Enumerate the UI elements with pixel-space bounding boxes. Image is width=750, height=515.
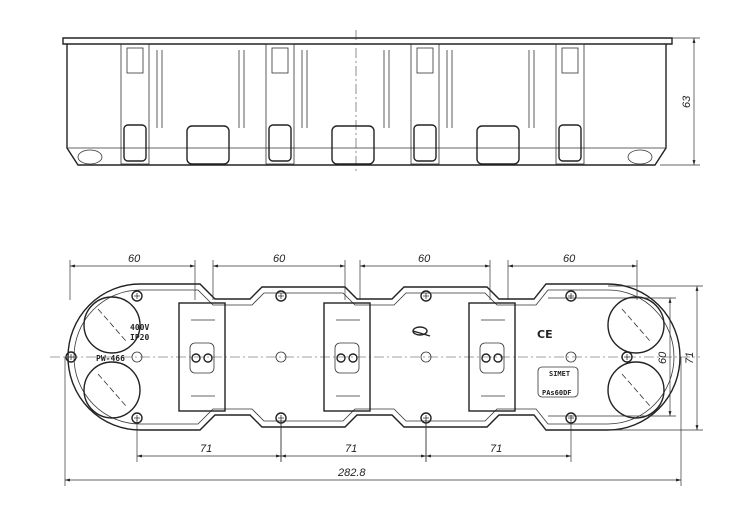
coupler-clip [189, 342, 215, 374]
coupler-screw [203, 353, 213, 363]
side-clip [555, 43, 585, 165]
coupler-screw [191, 353, 201, 363]
plan-view: 400V IP20 PW-466 CE SIMET PAs60DF [50, 283, 700, 431]
side-knockout [186, 125, 230, 165]
cable-knockout [607, 296, 665, 354]
maker-marking: SIMET [549, 370, 570, 378]
inner-height-dim: 60 [657, 351, 669, 364]
module-width-dim-4: 60 [563, 253, 576, 265]
knockout-score-line [621, 373, 651, 407]
coupler-screw [481, 353, 491, 363]
knockout-score-line [97, 308, 127, 342]
side-clip [120, 43, 150, 165]
center-boss [131, 351, 143, 363]
screw-icon [275, 290, 287, 302]
module-coupler [468, 302, 516, 412]
pitch-dim-1: 71 [200, 443, 212, 455]
side-clip-foot [558, 124, 582, 162]
overall-length-dim: 282.8 [337, 467, 366, 479]
coupler-screw [493, 353, 503, 363]
coupler-clip [479, 342, 505, 374]
screw-slot [624, 354, 630, 360]
coupler-screw [336, 353, 346, 363]
knockout-score-line [97, 373, 127, 407]
side-clip-foot [268, 124, 292, 162]
screw-slot [68, 354, 74, 360]
cable-knockout [83, 296, 141, 354]
screw-slot [278, 293, 284, 299]
side-cable-entry [627, 149, 653, 165]
module-coupler [178, 302, 226, 412]
ip-rating-marking: IP20 [130, 333, 149, 342]
module-coupler [323, 302, 371, 412]
model-marking: PW-466 [96, 354, 125, 363]
wire-clamp-icon [412, 326, 431, 337]
plan-outline-inner [73, 289, 675, 425]
screw-icon [420, 290, 432, 302]
ce-mark: CE [537, 328, 553, 341]
module-width-dim-1: 60 [128, 253, 141, 265]
pitch-dim-3: 71 [490, 443, 502, 455]
plan-dimensions: 60 60 60 60 71 71 71 282.8 60 71 [64, 253, 703, 486]
screw-icon [565, 290, 577, 302]
side-clip-foot [413, 124, 437, 162]
knockout-score-line [621, 308, 651, 342]
screw-slot [423, 293, 429, 299]
coupler-clip [334, 342, 360, 374]
screw-icon [621, 351, 633, 363]
coupler-screw [348, 353, 358, 363]
side-clip [410, 43, 440, 165]
side-clip-foot [123, 124, 147, 162]
center-boss [420, 351, 432, 363]
side-cable-entry [77, 149, 103, 165]
pitch-dim-2: 71 [345, 443, 357, 455]
outer-height-dim: 71 [684, 352, 696, 364]
side-clip [265, 43, 295, 165]
side-view-body [66, 44, 667, 166]
side-clip-slot [416, 47, 434, 74]
screw-icon [65, 351, 77, 363]
maker-label-box [537, 366, 579, 398]
screw-slot [134, 293, 140, 299]
height-dim-label: 63 [681, 95, 693, 108]
cable-knockout [607, 361, 665, 419]
side-view [62, 30, 673, 172]
module-width-dim-2: 60 [273, 253, 286, 265]
height-dimension: 63 [660, 37, 700, 166]
side-clip-slot [561, 47, 579, 74]
side-clip-slot [271, 47, 289, 74]
side-clip-slot [126, 47, 144, 74]
screw-icon [131, 290, 143, 302]
center-boss [565, 351, 577, 363]
center-boss [275, 351, 287, 363]
side-knockout [331, 125, 375, 165]
material-marking: PAs60DF [542, 389, 572, 397]
module-width-dim-3: 60 [418, 253, 431, 265]
side-view-rim [62, 37, 673, 45]
cable-knockout [83, 361, 141, 419]
side-knockout [476, 125, 520, 165]
